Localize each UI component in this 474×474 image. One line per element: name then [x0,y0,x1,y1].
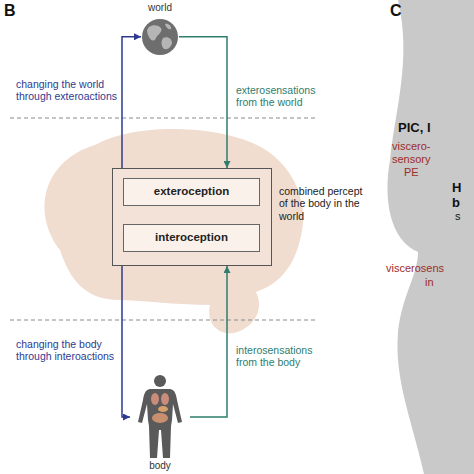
arrow-connector [122,37,141,168]
intestine-shape [152,413,168,423]
panel-c-text: H [452,180,461,195]
box-heading: combined percept of the body in the worl… [279,185,365,222]
globe-icon [141,18,179,56]
panel-c-text: viscero- [392,140,431,153]
panel-letter: B [4,2,16,21]
brain-shape [45,129,304,333]
panel-c-text: b [452,195,460,210]
arrow-connector [122,266,130,417]
lung-shape [161,393,169,405]
body-figure [130,374,190,460]
arrow-connector [190,266,227,417]
edge-label: changing the world through exteroactions [16,78,124,103]
panel-c-text: in [425,276,434,289]
panel-c-text: viscerosens [386,262,444,275]
body-node: body [130,374,190,474]
panel-c-text: s [455,210,461,223]
panel-c-text: PE [404,166,419,179]
globe-land [147,24,172,49]
stomach-shape [158,406,168,412]
box-label: exteroception [154,185,229,199]
torso-shape [138,389,182,458]
dashed-divider [10,320,318,321]
edge-label: changing the body through interoactions [16,338,124,363]
arrow-connector [179,37,227,168]
box-label: interoception [155,231,228,245]
lung-shape [151,393,159,405]
panel-c-silhouette [387,0,474,474]
edge-label: exterosensations from the world [236,84,336,109]
percept-box: combined percept of the body in the worl… [112,168,272,266]
process-box: exteroception [123,178,260,206]
head-shape [154,375,166,387]
panel-c-text: PIC, I [398,120,431,135]
panel-c-text: sensory [392,153,431,166]
world-node: world [140,2,180,60]
globe-circle [142,19,178,55]
node-caption: body [130,460,190,472]
process-box: interoception [123,224,260,252]
edge-label: interosensations from the body [236,344,336,369]
panel-letter: C [390,2,402,21]
dashed-divider [10,118,318,119]
node-caption: world [140,2,180,14]
